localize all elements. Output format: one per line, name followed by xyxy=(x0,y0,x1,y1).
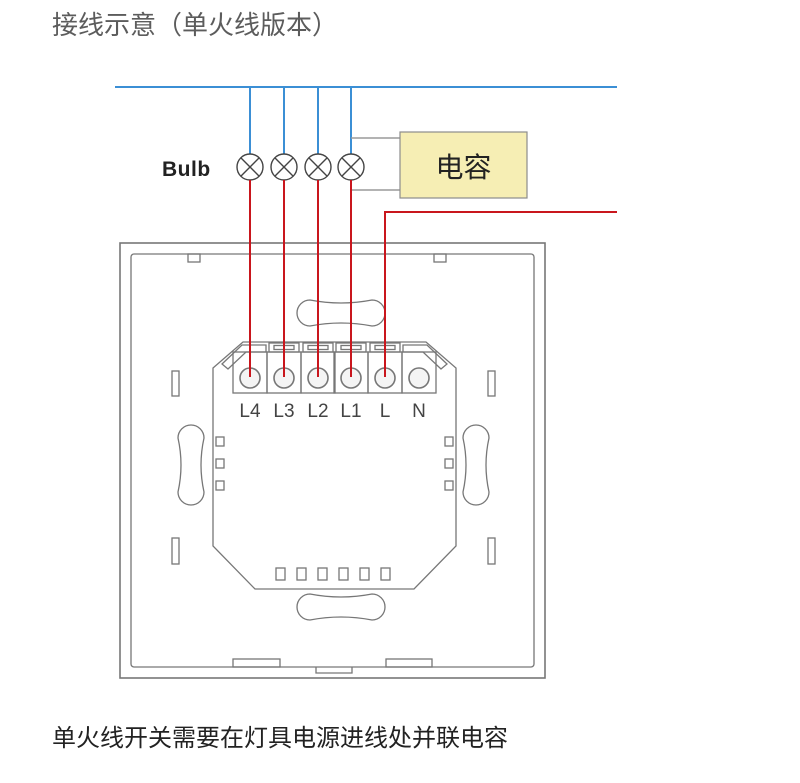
blue-wires xyxy=(115,86,617,154)
right-locating-square xyxy=(444,436,454,447)
terminal-labels: L4 L3 L2 L1 L N xyxy=(239,401,425,422)
plate-inner-frame xyxy=(130,253,535,668)
capacitor-leads xyxy=(351,137,400,191)
terminal-label: L1 xyxy=(340,401,361,422)
terminal-cap-n xyxy=(402,344,448,370)
capacitor-box xyxy=(399,131,528,199)
bottom-pin xyxy=(338,567,349,581)
right-locating-square xyxy=(444,480,454,491)
page-title: 接线示意（单火线版本） xyxy=(52,11,338,41)
left-upper-clip-slot xyxy=(171,370,180,397)
right-locating-square xyxy=(444,458,454,469)
lamp-icon xyxy=(337,153,365,181)
bottom-left-tab xyxy=(232,658,281,668)
bulb-label: Bulb xyxy=(162,158,211,181)
top-screw-slot xyxy=(296,299,386,327)
bottom-pin xyxy=(275,567,286,581)
left-screw-slot xyxy=(177,424,205,506)
bottom-screw-slot xyxy=(296,593,386,621)
terminal-screw-n xyxy=(408,367,430,389)
lamp-icon xyxy=(236,153,264,181)
left-locating-square xyxy=(215,436,225,447)
bottom-pin xyxy=(359,567,370,581)
bottom-pin xyxy=(296,567,307,581)
top-left-tab xyxy=(187,253,201,263)
capacitor-label: 电容 xyxy=(435,151,491,184)
terminal-label: L4 xyxy=(239,401,261,422)
bottom-notch xyxy=(315,667,353,674)
bottom-right-tab xyxy=(385,658,433,668)
lamp-icon xyxy=(304,153,332,181)
lamp-cross xyxy=(274,157,294,177)
lamps xyxy=(236,153,365,181)
left-locating-square xyxy=(215,480,225,491)
lamp-cross xyxy=(341,157,361,177)
terminal-label: L xyxy=(380,401,391,422)
left-locating-square xyxy=(215,458,225,469)
capacitor: 电容 xyxy=(399,131,528,199)
lamp-cross xyxy=(240,157,260,177)
lamp-cross xyxy=(308,157,328,177)
left-lower-clip-slot xyxy=(171,537,180,565)
right-lower-clip-slot xyxy=(487,537,496,565)
bottom-pin xyxy=(317,567,328,581)
terminal-label: L2 xyxy=(307,401,328,422)
red-wire-live-in xyxy=(384,211,617,377)
lamp-icon xyxy=(270,153,298,181)
terminal-label: L3 xyxy=(273,401,294,422)
wiring-caption: 单火线开关需要在灯具电源进线处并联电容 xyxy=(52,724,508,752)
bottom-pin xyxy=(380,567,391,581)
red-wires xyxy=(249,180,617,377)
right-screw-slot xyxy=(462,424,490,506)
switch-backplate xyxy=(119,242,546,679)
terminal-block xyxy=(212,341,457,590)
top-right-tab xyxy=(433,253,447,263)
right-upper-clip-slot xyxy=(487,370,496,397)
terminal-cap-l4 xyxy=(221,344,267,370)
terminal-label: N xyxy=(412,401,426,422)
